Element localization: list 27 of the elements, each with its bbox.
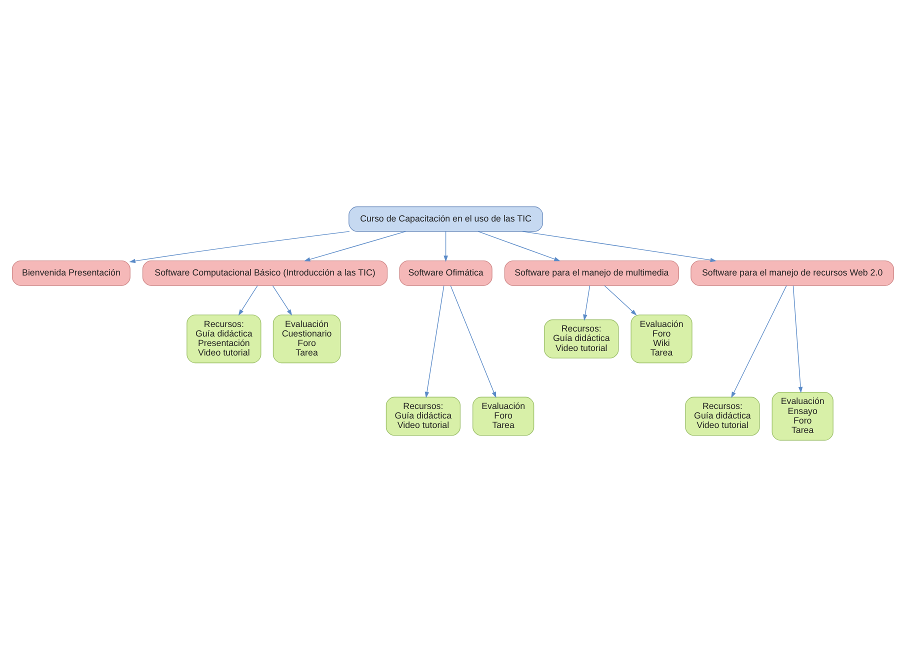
node-box: Software Ofimática [399, 260, 492, 286]
arrow [129, 230, 350, 263]
node-box: Bienvenida Presentación [12, 260, 130, 286]
arrow [424, 284, 444, 398]
arrow [792, 284, 803, 393]
node-box: Recursos: Guía didáctica Video tutorial [685, 396, 760, 436]
arrow [478, 230, 560, 261]
node-box: Recursos: Guía didáctica Video tutorial [386, 396, 461, 436]
arrow [238, 284, 258, 316]
node-box: Recursos: Guía didáctica Video tutorial [544, 318, 619, 358]
node-box: Software para el manejo de recursos Web 2.0 [690, 260, 894, 286]
node-box: Curso de Capacitación en el uso de las TIC [348, 206, 544, 232]
arrow [604, 284, 637, 315]
node-box: Software para el manejo de multimedia [504, 260, 679, 286]
arrow [450, 284, 496, 398]
node-box: Software Computacional Básico (Introducción a las TIC) [142, 260, 388, 286]
arrow [583, 284, 590, 320]
node-box: Evaluación Foro Wiki Tarea [630, 314, 692, 363]
arrow [522, 230, 717, 262]
arrow [272, 284, 292, 316]
node-box: Evaluación Cuestionario Foro Tarea [272, 314, 341, 363]
node-box: Evaluación Ensayo Foro Tarea [772, 391, 834, 440]
arrow [444, 230, 448, 262]
node-box: Recursos: Guía didáctica Presentación Video tutorial [186, 314, 262, 363]
arrow [731, 284, 787, 398]
node-box: Evaluación Foro Tarea [472, 396, 534, 436]
arrow [304, 230, 406, 261]
